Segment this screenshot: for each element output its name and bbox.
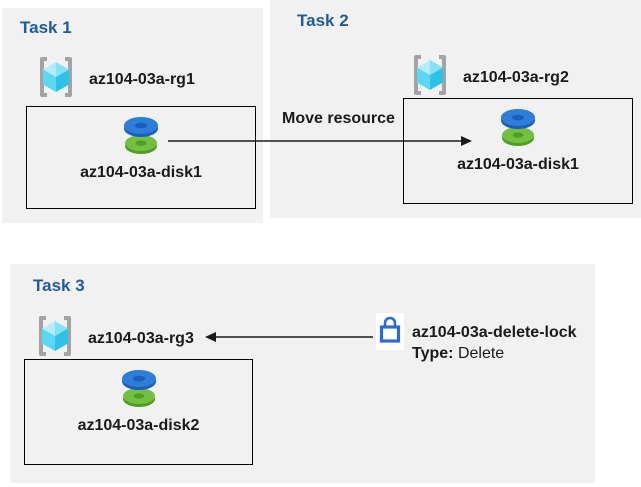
disk-icon bbox=[113, 368, 165, 410]
task1-panel bbox=[2, 8, 263, 223]
task2-resource-box: az104-03a-disk1 bbox=[403, 98, 633, 204]
lock-name: az104-03a-delete-lock bbox=[412, 324, 577, 341]
resource-group-icon bbox=[32, 55, 80, 104]
task3-title: Task 3 bbox=[33, 276, 85, 295]
disk-name: az104-03a-disk2 bbox=[77, 417, 200, 434]
task2-title: Task 2 bbox=[297, 11, 349, 30]
disk-icon bbox=[115, 115, 167, 157]
resource-group-name: az104-03a-rg1 bbox=[89, 70, 195, 88]
resource-group-row: az104-03a-rg1 bbox=[32, 55, 195, 104]
delete-lock-arrow bbox=[205, 330, 373, 348]
lock-type-value: Delete bbox=[457, 345, 505, 362]
lock-annotation: az104-03a-delete-lock Type: Delete bbox=[412, 322, 577, 364]
disk-name: az104-03a-disk1 bbox=[80, 164, 202, 181]
resource-group-name: az104-03a-rg3 bbox=[88, 329, 194, 347]
resource-group-name: az104-03a-rg2 bbox=[463, 68, 569, 86]
move-resource-arrow bbox=[168, 134, 474, 152]
task3-panel bbox=[10, 264, 595, 483]
lock-type-line: Type: Delete bbox=[412, 343, 577, 364]
resource-group-icon bbox=[31, 314, 79, 363]
resource-group-row: az104-03a-rg2 bbox=[406, 53, 569, 102]
lock-type-label: Type: bbox=[412, 345, 454, 362]
lock-tile bbox=[376, 313, 404, 350]
resource-group-icon bbox=[406, 53, 454, 102]
disk-name: az104-03a-disk1 bbox=[457, 156, 579, 173]
task1-title: Task 1 bbox=[20, 18, 72, 37]
task1-resource-box: az104-03a-disk1 bbox=[26, 106, 256, 209]
lock-icon bbox=[377, 313, 403, 350]
task3-resource-box: az104-03a-disk2 bbox=[24, 359, 253, 465]
task2-panel bbox=[270, 0, 641, 218]
move-resource-label: Move resource bbox=[282, 110, 395, 127]
resource-group-row: az104-03a-rg3 bbox=[31, 314, 194, 363]
disk-icon bbox=[492, 107, 544, 149]
